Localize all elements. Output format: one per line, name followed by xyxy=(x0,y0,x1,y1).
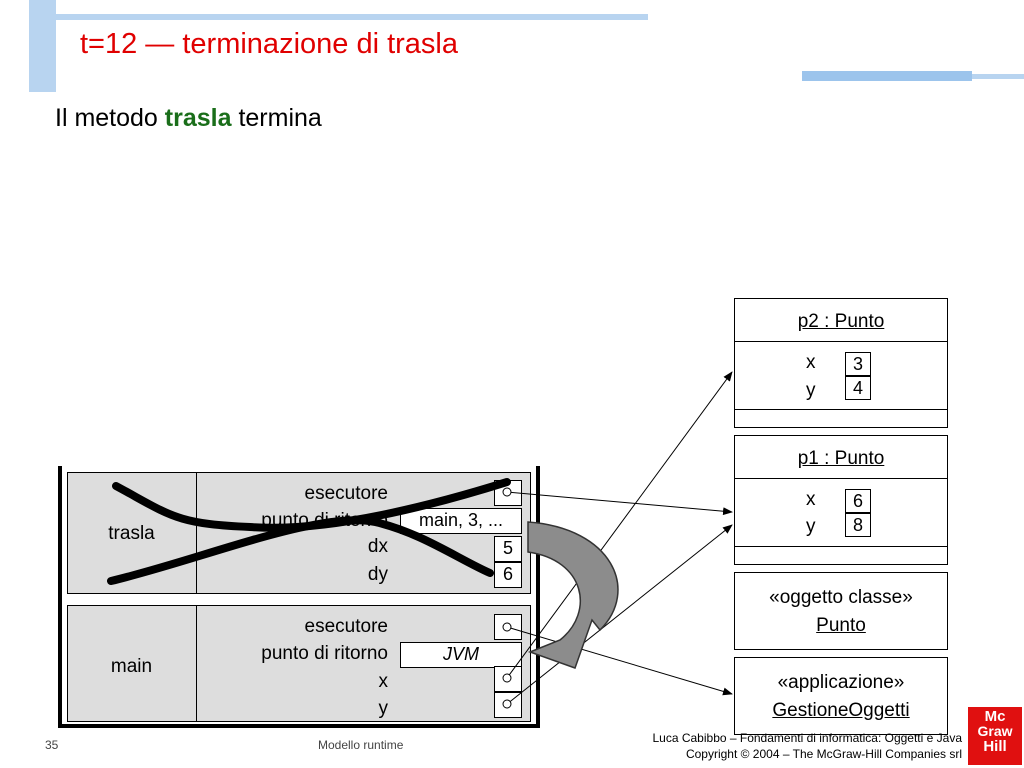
object-app-stereotype: «applicazione» xyxy=(777,672,905,693)
decor-vertical-bar xyxy=(29,0,56,92)
main-label-return: punto di ritorno xyxy=(261,643,388,664)
return-curved-arrow xyxy=(527,521,619,669)
trasla-return-value: main, 3, ... xyxy=(400,508,522,534)
object-class-punto: «oggetto classe» Punto xyxy=(734,572,948,650)
ref-main-esecutore-to-app xyxy=(506,626,733,696)
footer-credit-line2: Copyright © 2004 – The McGraw-Hill Compa… xyxy=(685,747,962,761)
object-p2-y-value: 4 xyxy=(845,376,871,400)
object-app-name: GestioneOggetti xyxy=(772,700,910,721)
object-class-name: Punto xyxy=(816,615,866,636)
object-p2-divider-top xyxy=(735,341,947,342)
object-p2-title: p2 : Punto xyxy=(797,311,885,332)
object-p1-x-value: 6 xyxy=(845,489,871,513)
stack-right-border xyxy=(536,466,540,728)
object-p1-divider-top xyxy=(735,478,947,479)
subtitle-method-name: trasla xyxy=(164,104,232,132)
object-p2-x-label: x xyxy=(806,352,816,373)
main-label-y: y xyxy=(378,698,389,719)
footer-credits: Luca Cabibbo – Fondamenti di informatica… xyxy=(600,730,962,762)
object-p2: p2 : Punto xyxy=(734,298,948,428)
trasla-dx-value: 5 xyxy=(494,536,522,562)
ref-dot-main-x xyxy=(502,673,512,683)
object-p1-x-label: x xyxy=(806,489,816,510)
trasla-label-dy: dy xyxy=(367,564,388,585)
ref-dot-main-y xyxy=(502,699,512,709)
slide-title: t=12 — terminazione di trasla xyxy=(80,28,458,60)
stack-bottom-border xyxy=(58,724,540,728)
object-p2-x-value: 3 xyxy=(845,352,871,376)
frame-main-name: main xyxy=(110,656,153,677)
crossout-stroke-1 xyxy=(112,478,511,532)
decor-right-bar xyxy=(802,71,972,81)
footer-section: Modello runtime xyxy=(318,738,404,752)
logo-line-3: Hill xyxy=(983,738,1007,755)
object-p1-y-label: y xyxy=(806,516,816,537)
trasla-label-dx: dx xyxy=(367,536,388,557)
subtitle-post: termina xyxy=(231,104,322,132)
ref-trasla-esecutore-to-p1 xyxy=(506,491,733,516)
ref-main-y-to-p1 xyxy=(506,524,733,705)
decor-right-line xyxy=(972,74,1024,79)
frame-main-divider xyxy=(196,605,197,722)
main-label-x: x xyxy=(378,671,389,692)
object-class-stereotype: «oggetto classe» xyxy=(769,587,913,608)
object-p1: p1 : Punto xyxy=(734,435,948,565)
logo-line-2: Graw xyxy=(977,723,1013,739)
frame-trasla-name: trasla xyxy=(108,523,155,544)
ref-dot-trasla-esecutore xyxy=(502,487,512,497)
main-esecutore-ref xyxy=(494,614,522,640)
object-p2-y-label: y xyxy=(806,380,816,401)
main-return-value: JVM xyxy=(400,642,522,668)
slide-subtitle: Il metodo trasla termina xyxy=(55,104,322,133)
trasla-dy-value: 6 xyxy=(494,562,522,588)
object-application: «applicazione» GestioneOggetti xyxy=(734,657,948,735)
object-p1-title: p1 : Punto xyxy=(797,448,885,469)
subtitle-pre: Il metodo xyxy=(55,104,165,132)
footer-page-number: 35 xyxy=(45,738,59,752)
frame-trasla-divider xyxy=(196,472,197,594)
main-label-esecutore: esecutore xyxy=(304,616,388,637)
object-p2-divider-bottom xyxy=(735,409,947,410)
object-p1-y-value: 8 xyxy=(845,513,871,537)
publisher-logo: Mc Graw Hill xyxy=(968,707,1022,765)
logo-line-1: Mc xyxy=(984,708,1006,725)
ref-main-x-to-p2 xyxy=(506,371,733,679)
object-p1-divider-bottom xyxy=(735,546,947,547)
trasla-label-esecutore: esecutore xyxy=(304,483,388,504)
stack-left-border xyxy=(58,466,62,728)
footer-credit-line1: Luca Cabibbo – Fondamenti di informatica… xyxy=(652,731,962,745)
ref-dot-main-esecutore xyxy=(502,622,512,632)
crossout-stroke-2 xyxy=(107,516,494,585)
decor-top-line xyxy=(56,14,648,20)
